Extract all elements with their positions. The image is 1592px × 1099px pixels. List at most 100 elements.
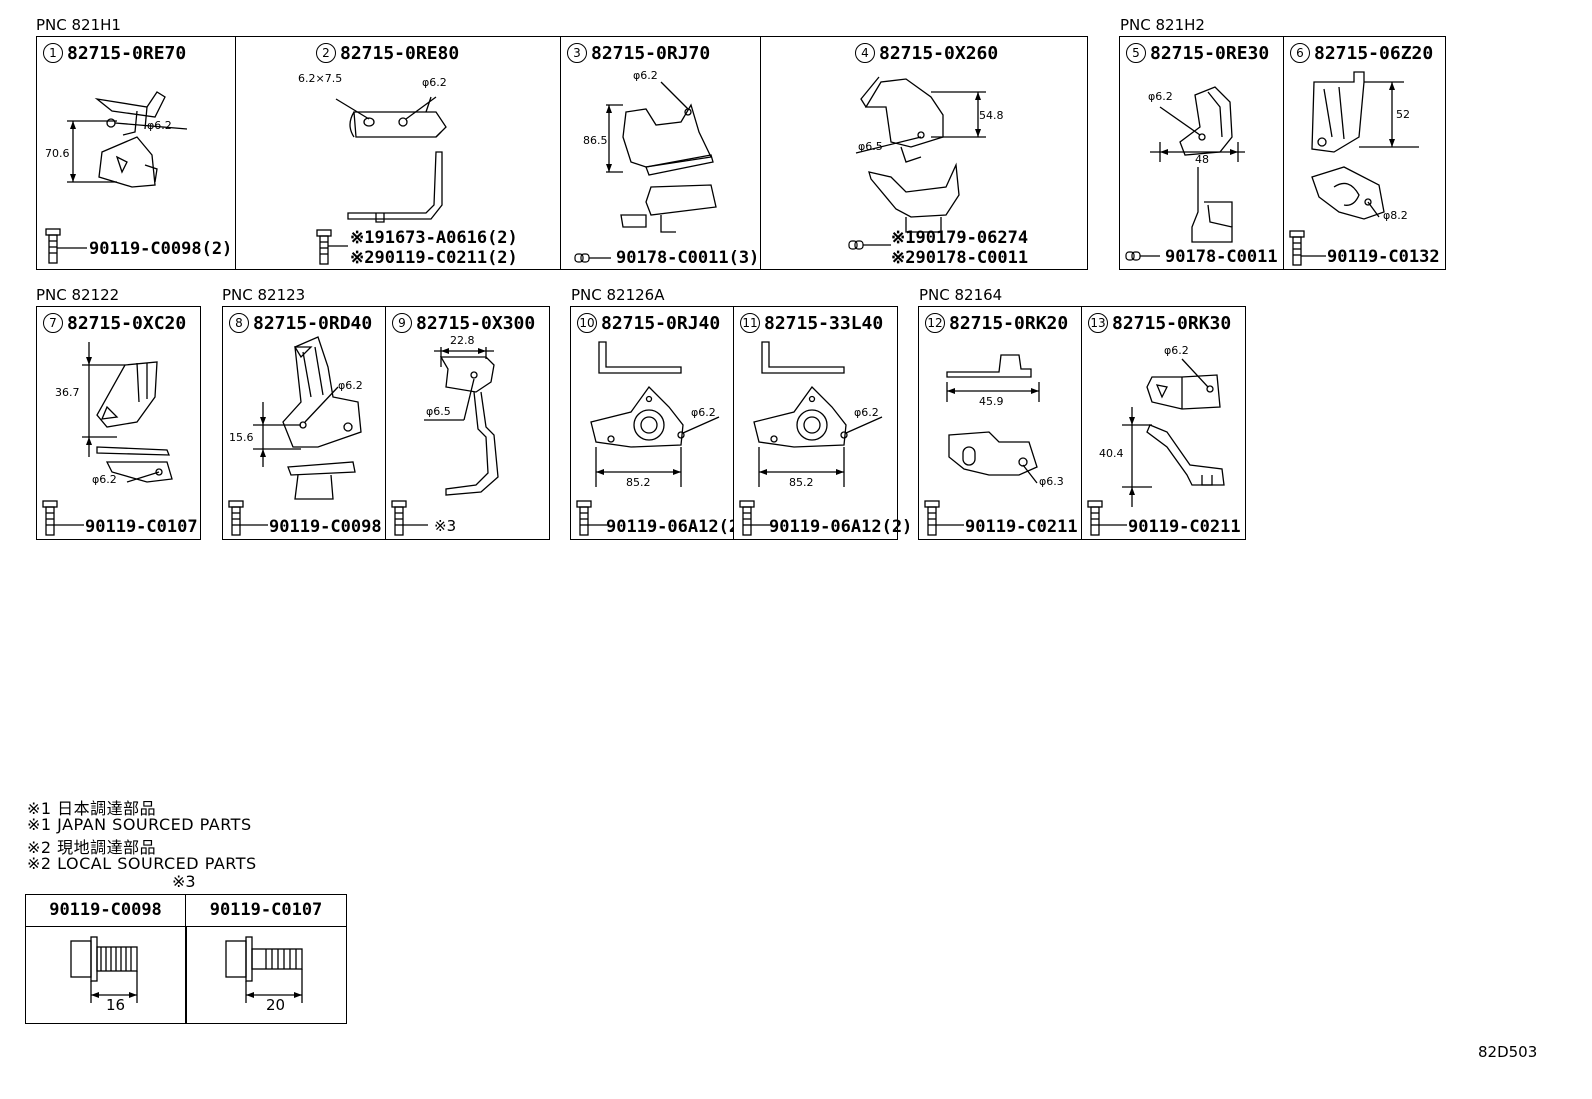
bolt-icon — [228, 500, 268, 536]
fastener-9a: ※3 — [434, 517, 457, 535]
bolt-table-header-1: 90119-C0098 — [26, 895, 186, 927]
fastener-8a: 90119-C0098 — [269, 517, 382, 537]
note-line-1: ※1 日本調達部品 — [27, 799, 157, 818]
bracket-drawing-12 — [924, 354, 1040, 536]
dim-hole-4: φ6.5 — [858, 140, 883, 153]
fastener-13a: 90119-C0211 — [1128, 517, 1241, 537]
fastener-1a: 90119-C0098(2) — [89, 239, 233, 259]
dim-length-7: 36.7 — [55, 386, 80, 399]
pnc-label-82123: PNC 82123 — [222, 286, 306, 304]
bolt-table-drawings — [70, 936, 303, 1003]
dim-width-9: 22.8 — [450, 334, 475, 347]
bracket-drawing-6 — [1289, 71, 1419, 266]
dim-hole-3: φ6.2 — [633, 69, 658, 82]
note-line-2: ※1 JAPAN SOURCED PARTS — [27, 815, 252, 834]
dim-hole-1: φ6.2 — [147, 119, 172, 132]
note-line-3: ※2 現地調達部品 — [27, 838, 157, 857]
pnc-label-82122: PNC 82122 — [36, 286, 120, 304]
dim-length-13: 40.4 — [1099, 447, 1124, 460]
dim-width-5: 48 — [1195, 153, 1209, 166]
fastener-11a: 90119-06A12(2) — [769, 517, 913, 537]
bolt-table-header-2: 90119-C0107 — [186, 895, 346, 927]
dim-hole-2: φ6.2 — [422, 76, 447, 89]
collar-icon — [574, 253, 611, 263]
dim-slot-2: 6.2×7.5 — [298, 72, 343, 85]
dim-width-12: 45.9 — [979, 395, 1004, 408]
dim-length-6: 52 — [1396, 108, 1410, 121]
bolt-icon — [739, 500, 770, 536]
bolt-table-mark: ※3 — [172, 872, 196, 891]
dim-hole-12: φ6.3 — [1039, 475, 1064, 488]
fastener-10a: 90119-06A12(2) — [606, 517, 750, 537]
bracket-drawing-5 — [1125, 86, 1245, 261]
dim-length-1: 70.6 — [45, 147, 70, 160]
note-line-4: ※2 LOCAL SOURCED PARTS — [27, 854, 257, 873]
bolt-icon — [1289, 230, 1326, 266]
collar-icon — [1125, 251, 1160, 261]
dim-hole-8: φ6.2 — [338, 379, 363, 392]
dim-length-3: 86.5 — [583, 134, 608, 147]
bracket-drawing-13 — [1087, 358, 1225, 536]
dim-hole-11: φ6.2 — [854, 406, 879, 419]
bracket-drawing-8 — [228, 336, 362, 536]
pnc-label-82126a: PNC 82126A — [571, 286, 665, 304]
dim-hole-5: φ6.2 — [1148, 90, 1173, 103]
bolt-icon — [576, 500, 607, 536]
dim-hole-13: φ6.2 — [1164, 344, 1189, 357]
bolt-length-1: 16 — [106, 996, 126, 1014]
fastener-2b: ※290119-C0211(2) — [350, 248, 518, 268]
fastener-12a: 90119-C0211 — [965, 517, 1078, 537]
dim-width-11: 85.2 — [789, 476, 814, 489]
bracket-drawing-4 — [848, 76, 986, 250]
bolt-length-2: 20 — [266, 996, 286, 1014]
fastener-4b: ※290178-C0011 — [891, 248, 1029, 268]
dim-hole-7: φ6.2 — [92, 473, 117, 486]
dim-length-8: 15.6 — [229, 431, 254, 444]
bolt-icon — [924, 500, 964, 536]
bracket-drawing-10 — [576, 341, 720, 536]
diagram-code: 82D503 — [1478, 1043, 1538, 1061]
pnc-label-821h1: PNC 821H1 — [36, 16, 121, 34]
fastener-6a: 90119-C0132 — [1327, 247, 1440, 267]
bolt-table: 90119-C0098 90119-C0107 16 20 — [25, 894, 347, 1024]
dim-hole-10: φ6.2 — [691, 406, 716, 419]
bolt-icon — [391, 500, 428, 536]
bolt-icon — [316, 229, 348, 265]
dim-length-4: 54.8 — [979, 109, 1004, 122]
bolt-icon — [42, 500, 84, 536]
bracket-drawing-11 — [739, 341, 883, 536]
bolt-c0098-icon — [70, 936, 138, 1003]
dim-width-10: 85.2 — [626, 476, 651, 489]
fastener-2a: ※191673-A0616(2) — [350, 228, 518, 248]
bracket-drawing-7 — [42, 342, 173, 536]
bolt-icon — [1087, 500, 1127, 536]
pnc-label-821h2: PNC 821H2 — [1120, 16, 1205, 34]
bracket-drawing-1 — [45, 91, 188, 264]
bracket-drawing-9 — [391, 347, 499, 536]
fastener-3a: 90178-C0011(3) — [616, 248, 760, 268]
